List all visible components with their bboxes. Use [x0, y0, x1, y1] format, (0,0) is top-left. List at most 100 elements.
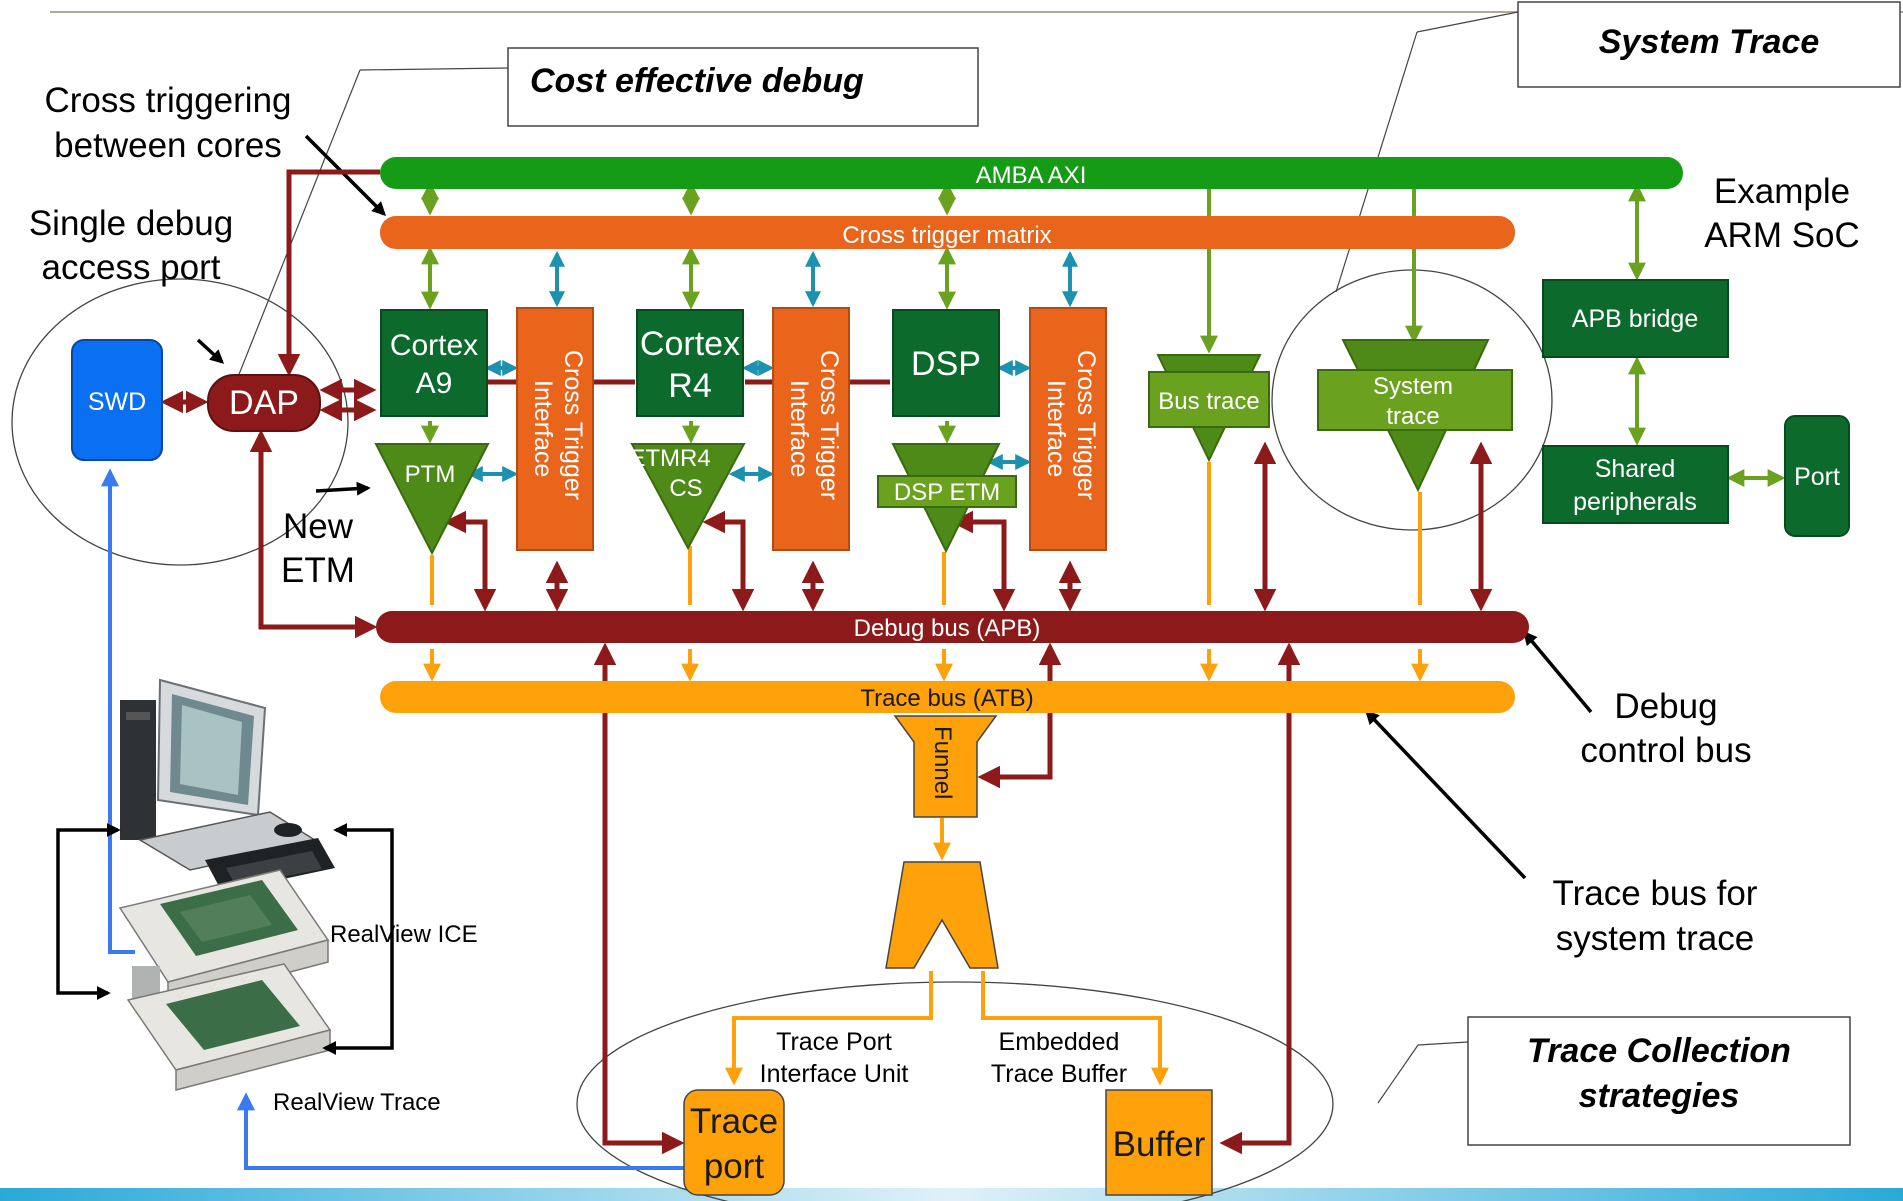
pointer-arrow — [1525, 633, 1591, 712]
svg-text:DAP: DAP — [229, 384, 299, 422]
svg-text:Cross Trigger: Cross Trigger — [559, 350, 587, 500]
cti-block-3: Cross Trigger Interface — [1030, 308, 1106, 550]
amba-axi-bus: AMBA AXI — [380, 157, 1683, 189]
computer-icon — [120, 680, 335, 892]
svg-text:Trace bus (ATB): Trace bus (ATB) — [860, 685, 1033, 712]
svg-text:Debug bus (APB): Debug bus (APB) — [854, 615, 1041, 642]
svg-text:trace: trace — [1386, 403, 1439, 430]
svg-text:Cross Trigger: Cross Trigger — [1072, 350, 1100, 500]
dap-block: DAP — [208, 375, 320, 431]
svg-text:DSP ETM: DSP ETM — [894, 479, 1000, 506]
svg-text:Cross triggering: Cross triggering — [44, 81, 291, 120]
annotation-new-etm: New ETM — [281, 507, 355, 590]
cortex-r4-block: Cortex R4 — [637, 310, 743, 416]
svg-text:strategies: strategies — [1579, 1077, 1740, 1115]
realview-trace-label: RealView Trace — [273, 1089, 441, 1116]
funnel-block: Funnel — [895, 716, 996, 817]
svg-text:Cross Trigger: Cross Trigger — [815, 350, 843, 500]
svg-text:Single debug: Single debug — [29, 204, 233, 243]
debug-bus: Debug bus (APB) — [376, 611, 1529, 643]
svg-text:access port: access port — [42, 248, 221, 287]
cti-block-2: Cross Trigger Interface — [773, 308, 849, 550]
cortex-a9-block: Cortex A9 — [381, 310, 487, 416]
svg-text:R4: R4 — [668, 367, 711, 405]
etmr4-block: ETMR4 CS — [629, 444, 744, 548]
svg-text:ETM: ETM — [281, 551, 355, 590]
svg-text:Debug: Debug — [1614, 687, 1717, 726]
svg-text:Buffer: Buffer — [1113, 1125, 1206, 1164]
callout-line — [360, 68, 508, 70]
svg-text:ETMR4: ETMR4 — [629, 445, 710, 472]
cti-block-1: Cross Trigger Interface — [517, 308, 593, 550]
cross-trigger-matrix-bus: Cross trigger matrix — [380, 216, 1515, 249]
svg-text:port: port — [704, 1147, 765, 1186]
svg-text:SWD: SWD — [88, 388, 146, 416]
pointer-arrow — [198, 340, 222, 362]
pointer-arrow — [316, 488, 368, 491]
port-block: Port — [1785, 416, 1849, 536]
annotation-trace-bus-system: Trace bus for system trace — [1553, 874, 1758, 958]
svg-text:DSP: DSP — [911, 345, 981, 383]
svg-text:New: New — [283, 507, 354, 546]
trace-port-block: Trace port — [684, 1090, 784, 1195]
svg-text:APB bridge: APB bridge — [1572, 305, 1698, 333]
svg-text:Trace bus for: Trace bus for — [1553, 874, 1758, 913]
svg-text:PTM: PTM — [405, 461, 456, 488]
pointer-arrow — [1367, 712, 1525, 878]
shared-peripherals-block: Shared peripherals — [1543, 446, 1728, 523]
svg-text:Bus trace: Bus trace — [1158, 388, 1259, 415]
apb-bridge-block: APB bridge — [1543, 280, 1728, 357]
svg-text:Interface Unit: Interface Unit — [760, 1060, 909, 1088]
svg-text:Embedded: Embedded — [999, 1028, 1120, 1056]
svg-text:Cortex: Cortex — [390, 329, 478, 362]
svg-text:peripherals: peripherals — [1573, 488, 1697, 516]
svg-text:Interface: Interface — [785, 380, 813, 477]
svg-text:Example: Example — [1714, 172, 1850, 211]
svg-text:Interface: Interface — [529, 380, 557, 477]
svg-text:RealView ICE: RealView ICE — [330, 921, 478, 948]
ptm-block: PTM — [376, 444, 488, 553]
svg-text:between cores: between cores — [54, 126, 282, 165]
annotation-cross-triggering: Cross triggering between cores — [44, 81, 291, 165]
svg-text:control bus: control bus — [1580, 731, 1751, 770]
bus-trace-block: Bus trace — [1149, 355, 1269, 460]
svg-text:Trace Buffer: Trace Buffer — [991, 1060, 1127, 1088]
annotation-single-debug-port: Single debug access port — [29, 204, 233, 287]
realview-ice-label: RealView ICE — [330, 921, 478, 948]
svg-text:CS: CS — [669, 475, 702, 502]
svg-text:Shared: Shared — [1595, 455, 1676, 483]
dsp-block: DSP — [893, 310, 999, 416]
svg-text:Trace: Trace — [690, 1102, 778, 1141]
callout-line — [1378, 1045, 1418, 1103]
svg-text:A9: A9 — [416, 367, 453, 400]
callout-cost-effective-debug: Cost effective debug — [508, 48, 978, 126]
svg-text:Trace Port: Trace Port — [776, 1028, 892, 1056]
svg-text:RealView Trace: RealView Trace — [273, 1089, 441, 1116]
annotation-debug-control-bus: Debug control bus — [1580, 687, 1751, 770]
swd-block: SWD — [72, 340, 162, 460]
callout-line — [1417, 12, 1518, 32]
buffer-block: Buffer — [1106, 1090, 1212, 1195]
callout-system-trace: System Trace — [1518, 2, 1900, 87]
svg-text:Cost effective debug: Cost effective debug — [530, 62, 864, 100]
svg-text:Cortex: Cortex — [640, 325, 740, 363]
svg-text:Cross trigger matrix: Cross trigger matrix — [842, 222, 1051, 249]
trace-bus: Trace bus (ATB) — [380, 681, 1515, 713]
tpiu-label: Trace Port Interface Unit — [760, 1028, 909, 1088]
tpiu-splitter — [886, 862, 998, 968]
svg-text:System Trace: System Trace — [1599, 23, 1820, 61]
etb-label: Embedded Trace Buffer — [991, 1028, 1127, 1088]
callout-trace-collection: Trace Collection strategies — [1468, 1017, 1850, 1145]
footer-band — [0, 1188, 1903, 1201]
svg-text:System: System — [1373, 373, 1453, 400]
svg-text:ARM SoC: ARM SoC — [1704, 216, 1860, 255]
annotation-example-soc: Example ARM SoC — [1704, 172, 1860, 255]
svg-text:Funnel: Funnel — [929, 726, 956, 799]
svg-text:Port: Port — [1794, 463, 1840, 491]
svg-text:system trace: system trace — [1556, 919, 1754, 958]
callout-line — [1418, 1042, 1468, 1045]
svg-text:Trace Collection: Trace Collection — [1527, 1032, 1791, 1070]
svg-text:Interface: Interface — [1042, 380, 1070, 477]
svg-text:AMBA AXI: AMBA AXI — [976, 162, 1087, 189]
